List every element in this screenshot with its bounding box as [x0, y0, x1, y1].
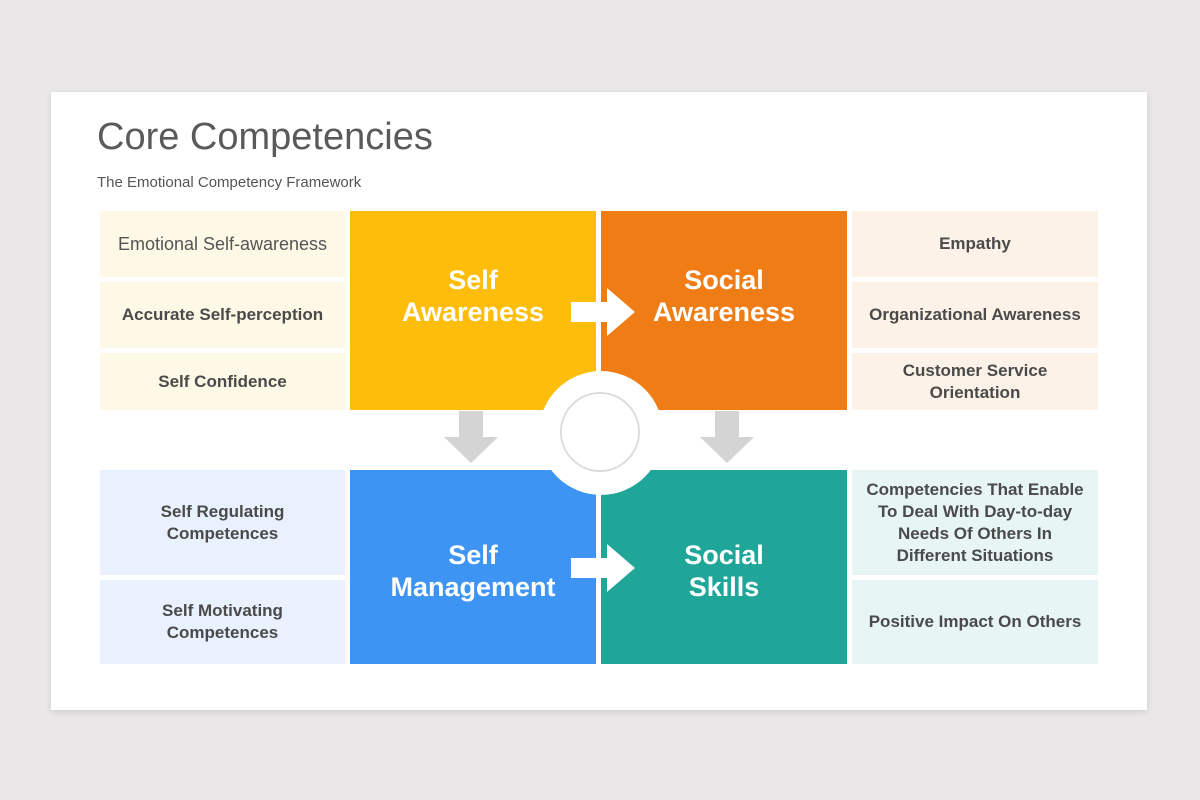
left-top-item-1: Emotional Self-awareness — [100, 211, 345, 277]
social-awareness-line2: Awareness — [652, 296, 796, 327]
self-awareness-line2: Awareness — [401, 296, 545, 327]
arrow-down-icon — [444, 411, 498, 463]
right-top-item-2: Organizational Awareness — [852, 282, 1098, 348]
social-awareness-line1: Social — [684, 264, 764, 295]
social-awareness-quadrant: Social Awareness — [601, 211, 847, 410]
right-bottom-item-2: Positive Impact On Others — [852, 580, 1098, 664]
slide: Core Competencies The Emotional Competen… — [51, 92, 1147, 710]
right-top-item-1: Empathy — [852, 211, 1098, 277]
left-top-item-3: Self Confidence — [100, 353, 345, 410]
right-top-item-3: Customer Service Orientation — [852, 353, 1098, 410]
slide-title: Core Competencies — [97, 116, 433, 158]
self-awareness-line1: Self — [448, 264, 498, 295]
arrow-right-icon — [571, 288, 635, 336]
left-bottom-item-1: Self Regulating Competences — [100, 470, 345, 575]
right-bottom-item-1: Competencies That Enable To Deal With Da… — [852, 470, 1098, 575]
center-inner-circle — [560, 392, 640, 472]
self-management-quadrant: Self Management — [350, 470, 596, 664]
self-management-line1: Self — [448, 540, 498, 570]
left-top-item-2: Accurate Self-perception — [100, 282, 345, 348]
arrow-down-icon — [700, 411, 754, 463]
left-bottom-item-2: Self Motivating Competences — [100, 580, 345, 664]
self-awareness-quadrant: Self Awareness — [350, 211, 596, 410]
slide-subtitle: The Emotional Competency Framework — [97, 174, 362, 191]
self-management-line2: Management — [390, 572, 556, 602]
arrow-right-icon — [571, 544, 635, 592]
social-skills-quadrant: Social Skills — [601, 470, 847, 664]
social-skills-line2: Skills — [688, 572, 760, 602]
social-skills-line1: Social — [684, 540, 764, 570]
